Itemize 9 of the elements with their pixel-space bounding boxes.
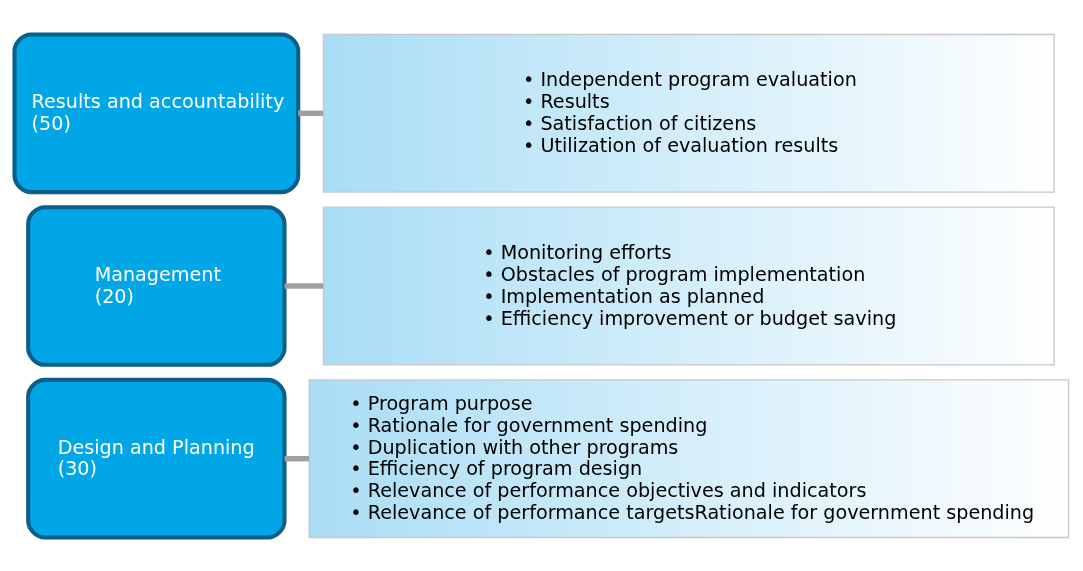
connector	[284, 455, 310, 461]
node-box: • Independent program evaluation • Results • Satisfaction of citizens • Utilization of evaluation results	[322, 33, 1055, 193]
node-box: • Program purpose • Rationale for government spending • Duplication with other programs • Efficiency of program design • Relevance of performance objectives and indicators • Relevance of performance targetsRationale for government spending	[308, 378, 1070, 538]
node-box: Design and Planning (30)	[26, 377, 287, 540]
connector	[298, 110, 324, 116]
node-box: Management (20)	[26, 204, 287, 367]
connector	[284, 282, 324, 289]
node-box: Results and accountability (50)	[12, 31, 301, 194]
node-box: • Monitoring efforts • Obstacles of program implementation • Implementation as planned • Efficiency improvement or budget saving	[322, 206, 1055, 365]
